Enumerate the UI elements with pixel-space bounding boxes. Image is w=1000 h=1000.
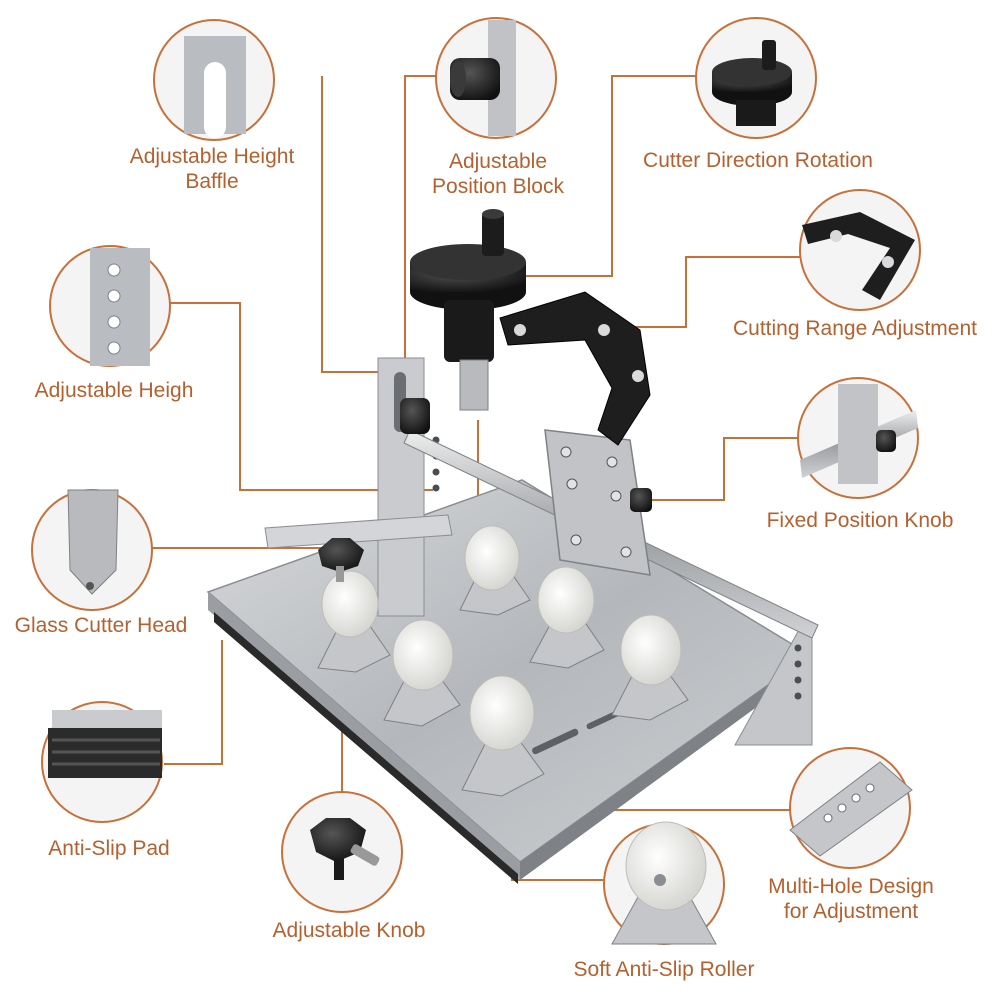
cutter-holder bbox=[444, 300, 494, 362]
label-anti-slip-pad: Anti-Slip Pad bbox=[48, 837, 170, 860]
base-plate-edge bbox=[208, 592, 520, 880]
glass-cutter-machine bbox=[206, 209, 819, 884]
fixed-knob bbox=[630, 488, 652, 512]
callout-circles bbox=[31, 17, 921, 945]
callout-circle-cutting-range bbox=[799, 189, 921, 311]
callout-circle-fixed-knob bbox=[797, 377, 919, 499]
callout-circle-position-block bbox=[435, 17, 557, 139]
base-plate-edge-right bbox=[520, 655, 810, 880]
leader-position-block bbox=[404, 75, 446, 405]
arm-bolt bbox=[598, 324, 610, 336]
leader-cutter-rotation bbox=[508, 75, 696, 277]
callout-circle-height-baffle bbox=[153, 19, 275, 141]
roller-unit bbox=[317, 570, 391, 673]
leader-height-baffle bbox=[321, 76, 388, 373]
roller-unit bbox=[459, 525, 531, 616]
callout-circle-anti-slip-pad bbox=[41, 701, 163, 823]
plate-slot bbox=[532, 728, 579, 755]
arm-bolt bbox=[514, 324, 526, 336]
leader-anti-slip-pad bbox=[164, 640, 223, 765]
label-adjustable-heigh: Adjustable Heigh bbox=[34, 379, 194, 402]
callout-circle-adjustable-height bbox=[49, 245, 171, 367]
leader-cutting-range bbox=[604, 256, 806, 328]
arm-bolt bbox=[632, 370, 644, 382]
cutter-arm bbox=[499, 291, 651, 446]
end-bracket-holes bbox=[794, 644, 802, 700]
label-adjustable-knob: Adjustable Knob bbox=[272, 919, 426, 942]
callout-circle-multi-hole bbox=[789, 747, 913, 869]
roller-units bbox=[317, 525, 689, 797]
anti-slip-strip bbox=[214, 612, 518, 884]
cutter-head bbox=[459, 359, 489, 411]
roller-unit bbox=[461, 675, 545, 797]
callout-circle-roller bbox=[603, 821, 725, 945]
roller-unit bbox=[529, 566, 605, 669]
adjustable-knob bbox=[318, 538, 364, 582]
position-block bbox=[400, 398, 430, 434]
label-fixed-position-knob: Fixed Position Knob bbox=[766, 509, 954, 532]
roller-unit bbox=[383, 619, 461, 727]
label-glass-cutter-head: Glass Cutter Head bbox=[14, 614, 188, 637]
baffle-plate bbox=[264, 514, 453, 549]
callout-circle-cutter-head bbox=[31, 489, 153, 611]
rotation-handle bbox=[482, 212, 504, 256]
rotation-handle-top bbox=[482, 209, 504, 219]
rotation-knob-top bbox=[410, 244, 526, 280]
callout-circle-adjustable-knob bbox=[281, 791, 403, 913]
leader-adjustable-height bbox=[164, 302, 433, 491]
roller-unit bbox=[611, 614, 689, 721]
callout-circle-cutter-rotation bbox=[695, 17, 817, 139]
carriage-bolts bbox=[560, 446, 632, 558]
label-cutting-range-adjustment: Cutting Range Adjustment bbox=[733, 317, 977, 340]
label-cutter-direction-rotation: Cutter Direction Rotation bbox=[643, 149, 873, 172]
leader-fixed-knob bbox=[644, 437, 800, 501]
label-soft-anti-slip-roller: Soft Anti-Slip Roller bbox=[573, 958, 755, 981]
